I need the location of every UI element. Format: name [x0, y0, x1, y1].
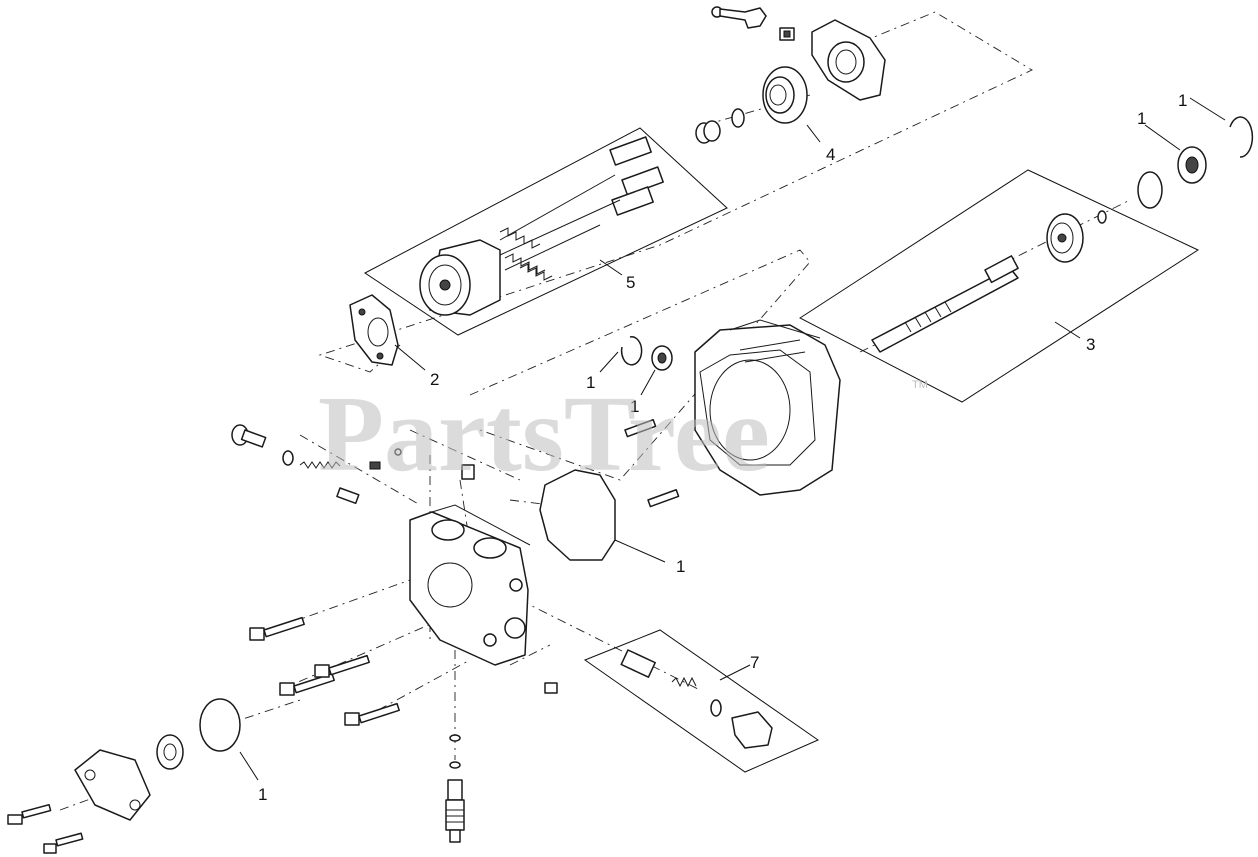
relief-poppet [336, 487, 360, 505]
cap-bolts [249, 616, 400, 726]
pump-housing [694, 319, 841, 496]
check-valve-o-ring [710, 699, 722, 717]
end-cap [409, 504, 531, 666]
callout-1-bearing: 1 [1137, 109, 1146, 128]
retainer-clip [779, 27, 795, 41]
swash-plate [349, 294, 399, 366]
bypass-valve [445, 779, 465, 843]
watermark: PartsTree [318, 375, 770, 494]
seal-top-right [1177, 146, 1207, 184]
trunnion-cover [811, 19, 886, 101]
callout-5: 5 [626, 273, 635, 292]
plug-top [461, 464, 475, 480]
piston-set [499, 136, 664, 281]
input-shaft [871, 255, 1019, 353]
group-box-5 [364, 127, 728, 336]
relief-plug [231, 424, 267, 448]
housing-gasket [539, 469, 616, 561]
control-arm [711, 6, 767, 29]
retaining-ring-mid [620, 336, 643, 366]
callout-4: 4 [826, 145, 835, 164]
relief-spring [299, 461, 341, 469]
set-screw [369, 461, 381, 470]
callout-3: 3 [1086, 335, 1095, 354]
callout-1-gasket: 1 [676, 557, 685, 576]
gerotor [156, 734, 184, 770]
charge-o-ring [199, 698, 241, 752]
small-bolt [544, 682, 558, 694]
ball-bearing [1046, 213, 1084, 263]
callout-1-o-ring: 1 [258, 785, 267, 804]
callout-1-ring: 1 [1178, 91, 1187, 110]
group-box-3 [799, 169, 1200, 403]
charge-cover [74, 749, 151, 821]
snap-ring-shaft [1097, 210, 1107, 224]
dowel-pins [624, 418, 680, 508]
check-valve-spring [671, 676, 697, 688]
bypass-o-rings [449, 734, 461, 769]
check-valve-plug [731, 711, 773, 749]
washer-large [1137, 171, 1163, 209]
callout-1-seal: 1 [630, 397, 639, 416]
retaining-ring-top-right [1229, 116, 1254, 158]
shaft-seal [762, 66, 808, 124]
o-ring-small-top [731, 108, 745, 128]
callout-1-retaining-ring: 1 [586, 373, 595, 392]
watermark-trademark: TM [912, 379, 928, 391]
o-ring-relief [282, 450, 294, 466]
cylinder-block [419, 239, 501, 316]
callout-leaders [239, 97, 1226, 781]
ball-check [394, 448, 402, 456]
group-box-7 [583, 629, 820, 773]
check-valve-seat [620, 649, 656, 678]
cover-screws [7, 804, 84, 854]
callout-7: 7 [750, 653, 759, 672]
spring-top [695, 120, 721, 144]
callout-2: 2 [430, 370, 439, 389]
lip-seal-mid [651, 345, 673, 371]
